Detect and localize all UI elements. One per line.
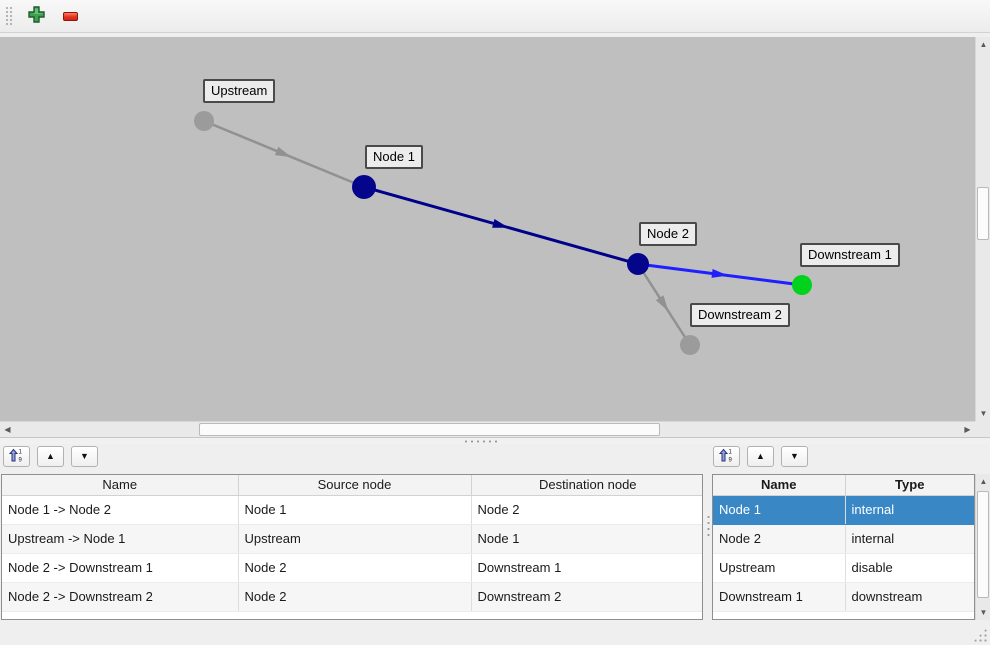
triangle-up-icon: ▲ — [46, 451, 55, 461]
graph-node[interactable] — [352, 175, 376, 199]
edge-arrow-icon — [492, 219, 509, 228]
table-cell: Node 1 -> Node 2 — [2, 495, 239, 525]
edges-table: Name Source node Destination node Node 1… — [1, 474, 703, 620]
canvas-hscrollbar[interactable]: ◀ ▶ — [0, 421, 975, 437]
node-label[interactable]: Node 1 — [365, 145, 423, 169]
canvas-hscroll-thumb[interactable] — [199, 423, 660, 436]
table-cell: Node 1 — [471, 524, 702, 554]
table-cell: Downstream 2 — [471, 582, 702, 612]
graph-node[interactable] — [194, 111, 214, 131]
svg-text:9: 9 — [19, 457, 23, 463]
triangle-down-icon: ▼ — [80, 451, 89, 461]
column-header-name[interactable]: Name — [2, 475, 239, 496]
edges-move-down-button[interactable]: ▼ — [71, 445, 98, 467]
nodes-move-down-button[interactable]: ▼ — [781, 445, 808, 467]
nodes-table-vscroll-thumb[interactable] — [977, 491, 989, 598]
table-cell: downstream — [845, 582, 974, 612]
table-cell: Node 2 — [238, 553, 472, 583]
toolbar-grip-handle[interactable] — [5, 6, 13, 26]
table-cell: Upstream — [238, 524, 472, 554]
edge-arrow-icon — [711, 269, 728, 278]
svg-text:1: 1 — [19, 449, 23, 455]
add-node-button[interactable] — [21, 3, 51, 30]
table-cell: Node 2 -> Downstream 2 — [2, 582, 239, 612]
nodes-move-up-button[interactable]: ▲ — [747, 445, 774, 467]
node-label[interactable]: Node 2 — [639, 222, 697, 246]
table-cell: Node 1 — [713, 495, 846, 525]
table-cell: Node 2 — [238, 582, 472, 612]
scroll-up-icon[interactable]: ▲ — [979, 476, 988, 486]
table-cell: Downstream 1 — [471, 553, 702, 583]
graph-node[interactable] — [627, 253, 649, 275]
main-toolbar — [0, 0, 990, 33]
table-cell: Upstream -> Node 1 — [2, 524, 239, 554]
plus-icon — [27, 6, 45, 26]
nodes-sort-button[interactable]: 1 9 — [713, 445, 740, 467]
remove-node-button[interactable] — [55, 3, 85, 30]
sort-ascending-icon: 1 9 — [718, 448, 734, 465]
table-cell: Node 2 — [713, 524, 846, 554]
column-header-source-node[interactable]: Source node — [237, 475, 472, 496]
sort-ascending-icon: 1 9 — [8, 448, 24, 465]
minus-icon — [62, 11, 78, 21]
column-header-type[interactable]: Type — [844, 475, 974, 496]
graph-node[interactable] — [680, 335, 700, 355]
graph-svg — [194, 111, 812, 355]
table-cell: internal — [845, 495, 974, 525]
svg-text:9: 9 — [729, 457, 733, 463]
table-cell: Node 2 — [471, 495, 702, 525]
node-label[interactable]: Upstream — [203, 79, 276, 103]
edge-arrow-icon — [655, 295, 669, 312]
scroll-right-icon[interactable]: ▶ — [964, 424, 971, 434]
edges-toolbar: 1 9 ▲ ▼ — [3, 444, 105, 468]
nodes-table-vscrollbar[interactable]: ▲ ▼ — [975, 474, 990, 620]
edge-arrow-icon — [274, 146, 292, 158]
scroll-down-icon[interactable]: ▼ — [979, 408, 988, 418]
splitter-grip-icon — [463, 440, 497, 443]
node-label[interactable]: Downstream 1 — [800, 243, 900, 267]
nodes-toolbar: 1 9 ▲ ▼ — [713, 444, 815, 468]
table-cell: Node 2 -> Downstream 1 — [2, 553, 239, 583]
table-cell: Downstream 1 — [713, 582, 846, 612]
svg-text:1: 1 — [729, 449, 733, 455]
scrollbar-corner — [975, 421, 990, 437]
node-label[interactable]: Downstream 2 — [690, 303, 790, 327]
triangle-down-icon: ▼ — [790, 451, 799, 461]
scroll-down-icon[interactable]: ▼ — [979, 607, 988, 617]
edges-sort-button[interactable]: 1 9 — [3, 445, 30, 467]
edges-move-up-button[interactable]: ▲ — [37, 445, 64, 467]
column-header-name[interactable]: Name — [713, 475, 846, 496]
column-header-destination-node[interactable]: Destination node — [470, 475, 702, 496]
table-cell: Node 1 — [238, 495, 472, 525]
vertical-splitter[interactable] — [704, 474, 712, 620]
horizontal-splitter[interactable] — [0, 437, 990, 444]
scroll-left-icon[interactable]: ◀ — [4, 424, 11, 434]
splitter-grip-icon — [707, 514, 710, 540]
triangle-up-icon: ▲ — [756, 451, 765, 461]
window-resize-grip[interactable] — [973, 628, 987, 642]
table-cell: disable — [845, 553, 974, 583]
table-cell: Upstream — [713, 553, 846, 583]
scroll-up-icon[interactable]: ▲ — [979, 39, 988, 49]
graph-node[interactable] — [792, 275, 812, 295]
canvas-vscrollbar[interactable]: ▲ ▼ — [975, 37, 990, 421]
table-cell: internal — [845, 524, 974, 554]
canvas-vscroll-thumb[interactable] — [977, 187, 989, 240]
